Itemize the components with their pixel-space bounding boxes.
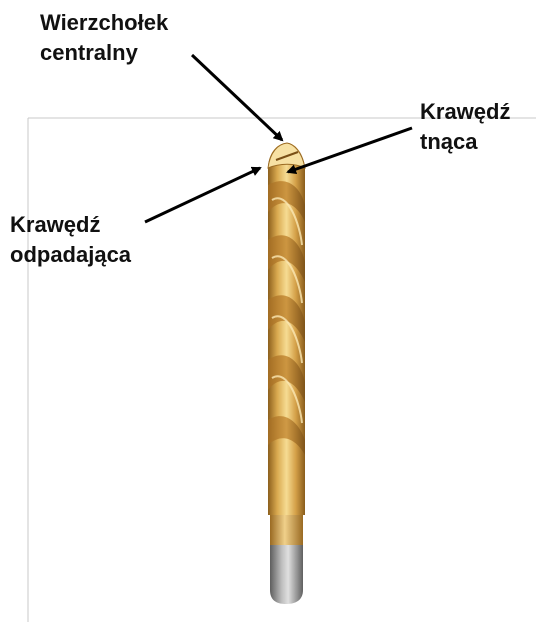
label-trailing-edge: Krawędź odpadająca <box>10 210 131 270</box>
arrow-trailing-edge <box>145 168 260 222</box>
label-center-tip-line1: Wierzchołek <box>40 8 168 38</box>
label-trailing-edge-line2: odpadająca <box>10 240 131 270</box>
label-cutting-edge: Krawędź tnąca <box>420 97 510 157</box>
label-trailing-edge-line1: Krawędź <box>10 210 131 240</box>
drill-shank-end <box>270 545 303 604</box>
drill-fluted-body <box>268 143 305 515</box>
arrow-center-tip <box>192 55 282 140</box>
label-cutting-edge-line1: Krawędź <box>420 97 510 127</box>
label-center-tip-line2: centralny <box>40 38 168 68</box>
drill-shank-gold <box>270 515 303 545</box>
label-center-tip: Wierzchołek centralny <box>40 8 168 68</box>
arrow-cutting-edge <box>288 128 412 172</box>
label-cutting-edge-line2: tnąca <box>420 127 510 157</box>
